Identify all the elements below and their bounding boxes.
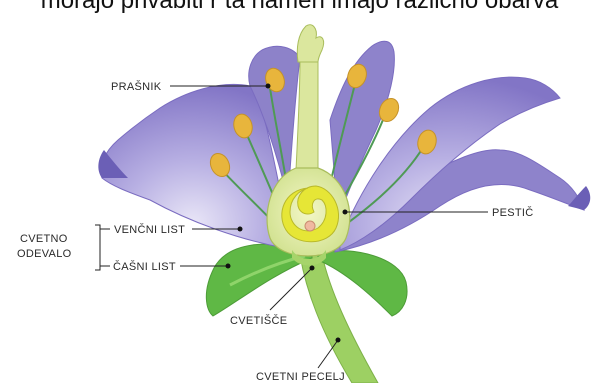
pistil-stigma xyxy=(297,25,323,62)
pistil-style xyxy=(296,60,318,170)
label-receptacle: CVETIŠČE xyxy=(230,314,287,327)
label-perianth-line1: CVETNO xyxy=(20,233,68,245)
label-perianth-line2: ODEVALO xyxy=(17,248,72,260)
ovule xyxy=(305,221,315,231)
label-pistil: PESTIČ xyxy=(492,206,534,219)
label-anther: PRAŠNIK xyxy=(111,80,162,93)
label-sepal: ČAŠNI LIST xyxy=(113,260,176,273)
label-petal: VENČNI LIST xyxy=(114,223,185,236)
label-stalk: CVETNI PECELJ xyxy=(256,371,345,383)
